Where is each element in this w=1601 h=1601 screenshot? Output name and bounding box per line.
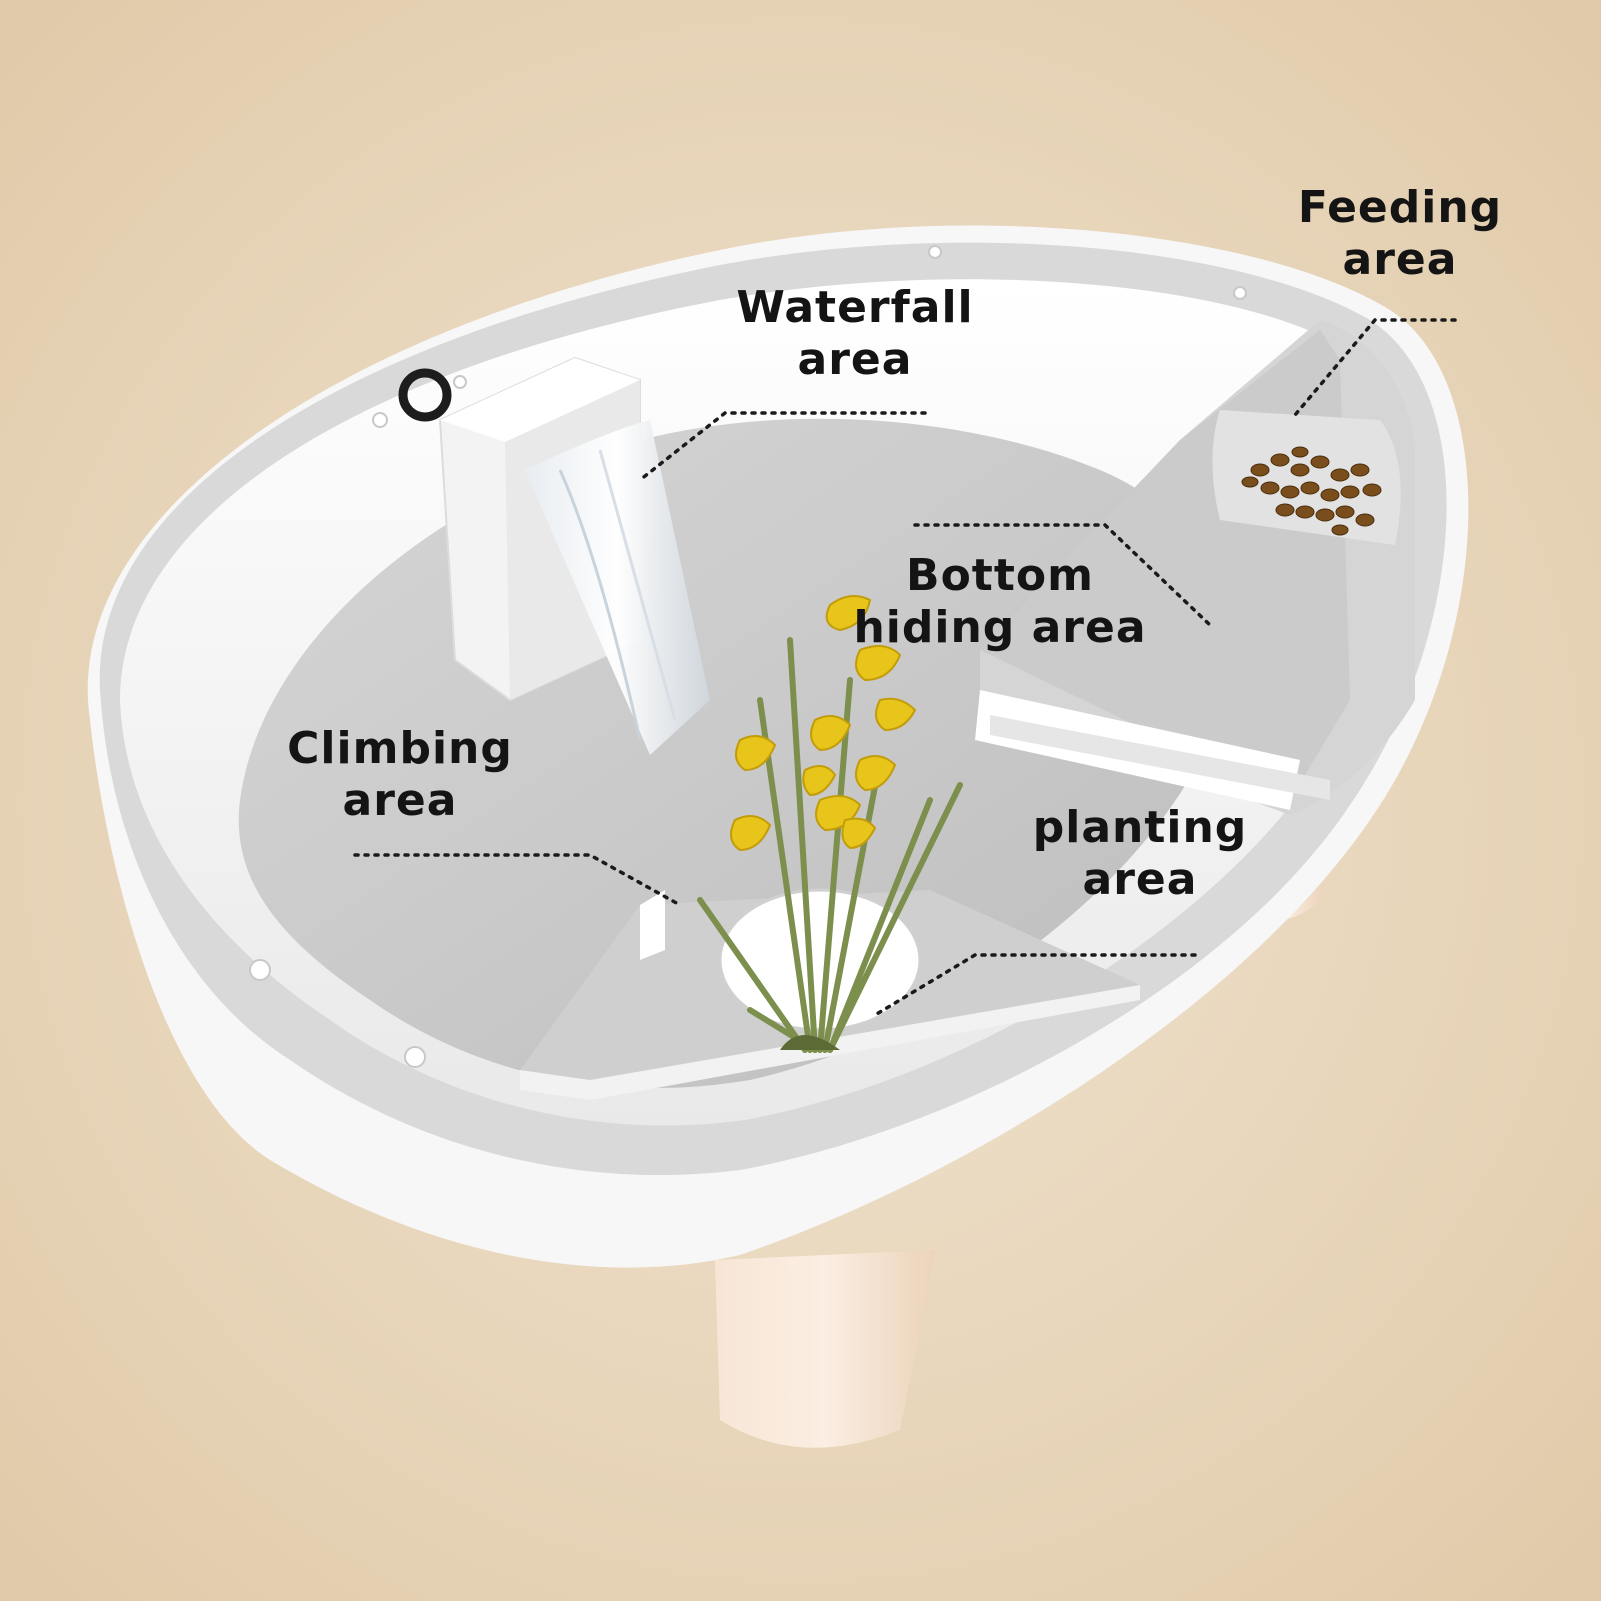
- label-waterfall-area: Waterfall area: [705, 282, 1005, 386]
- front-leg: [715, 1250, 935, 1448]
- leader-climbing: [353, 853, 682, 907]
- hose-connector: [398, 368, 452, 422]
- label-climbing-area: Climbing area: [260, 723, 540, 827]
- feeding-platform: [975, 320, 1415, 815]
- leader-planting: [873, 953, 1197, 1017]
- leader-lines: [353, 318, 1457, 1017]
- label-planting-line1: planting: [1032, 802, 1248, 853]
- leader-bottom-hiding: [913, 523, 1212, 627]
- label-planting-line2: area: [1082, 854, 1198, 905]
- label-bottom-hiding-area: Bottom hiding area: [840, 550, 1160, 654]
- label-waterfall-line1: Waterfall: [736, 282, 974, 333]
- label-feeding-area: Feeding area: [1270, 182, 1530, 286]
- food-pellets: [1241, 446, 1382, 536]
- label-bottom-hiding-line1: Bottom: [906, 550, 1094, 601]
- label-planting-area: planting area: [1010, 802, 1270, 906]
- leader-feeding: [1293, 318, 1457, 417]
- label-waterfall-line2: area: [797, 334, 913, 385]
- label-climbing-line2: area: [342, 775, 458, 826]
- leader-waterfall: [638, 411, 927, 482]
- label-climbing-line1: Climbing: [287, 723, 513, 774]
- plant: [697, 595, 963, 1053]
- label-feeding-line1: Feeding: [1297, 182, 1503, 233]
- rim-screw-holes: [249, 245, 1247, 1068]
- label-bottom-hiding-line2: hiding area: [853, 602, 1147, 653]
- waterfall-unit: [398, 356, 710, 755]
- label-feeding-line2: area: [1342, 234, 1458, 285]
